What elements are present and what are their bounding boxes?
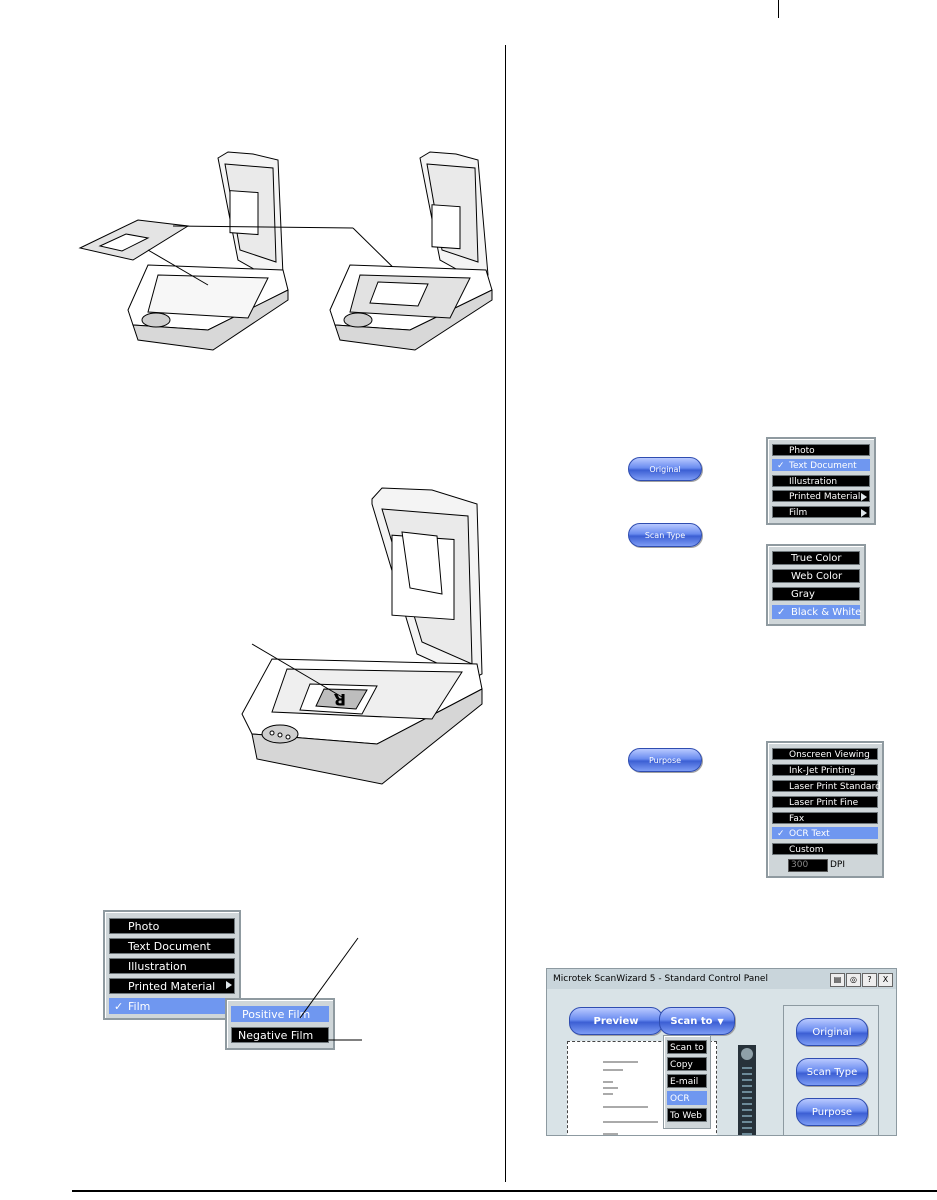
menu-item-laser-print-standard[interactable]: Laser Print Standard	[772, 780, 881, 792]
menu-item-copy[interactable]: Copy	[667, 1057, 707, 1071]
panel-original-button[interactable]: Original	[796, 1018, 868, 1046]
menu-item-to-web[interactable]: To Web	[667, 1108, 707, 1122]
menu-item-photo[interactable]: Photo	[109, 918, 235, 934]
checkmark-icon: ✓	[777, 461, 785, 471]
menu-item-web-color[interactable]: Web Color	[772, 569, 860, 583]
original-button[interactable]: Original	[628, 457, 702, 481]
scanner-film-placement-illustration: R	[241, 487, 483, 785]
menu-item-custom[interactable]: Custom	[772, 843, 878, 855]
menu-item-ocr-text[interactable]: ✓ OCR Text	[772, 827, 878, 839]
menu-item-film[interactable]: Film	[772, 506, 870, 518]
menu-item-label: Positive Film	[242, 1008, 311, 1021]
menu-item-label: Printed Material	[128, 980, 216, 993]
menu-item-true-color[interactable]: True Color	[772, 551, 860, 565]
menu-item-film[interactable]: ✓ Film	[109, 998, 235, 1014]
submenu-arrow-icon	[226, 981, 232, 989]
scan-to-menu: Scan to Copy E-mail OCR To Web	[663, 1035, 711, 1129]
purpose-button[interactable]: Purpose	[628, 748, 702, 772]
menu-item-positive-film[interactable]: Positive Film	[231, 1006, 329, 1022]
menu-item-label: Copy	[670, 1060, 693, 1070]
menu-item-label: Laser Print Standard	[789, 782, 881, 792]
panel-scan-type-button[interactable]: Scan Type	[796, 1058, 868, 1086]
menu-item-onscreen-viewing[interactable]: Onscreen Viewing	[772, 748, 878, 760]
menu-item-gray[interactable]: Gray	[772, 587, 860, 601]
menu-item-text-document[interactable]: ✓ Text Document	[772, 459, 870, 471]
menu-item-label: To Web	[670, 1111, 702, 1121]
preview-button[interactable]: Preview	[569, 1007, 663, 1035]
menu-item-illustration[interactable]: Illustration	[109, 958, 235, 974]
callout-lines	[299, 937, 362, 1041]
menu-item-illustration[interactable]: Illustration	[772, 475, 870, 487]
menu-item-printed-material[interactable]: Printed Material	[772, 490, 870, 502]
preview-zoom-slider[interactable]	[738, 1045, 756, 1135]
menu-item-text-document[interactable]: Text Document	[109, 938, 235, 954]
panel-title: Microtek ScanWizard 5 - Standard Control…	[553, 974, 768, 984]
menu-item-label: Printed Material	[789, 492, 861, 502]
dpi-input[interactable]: 300	[788, 859, 828, 872]
purpose-menu: Onscreen Viewing Ink-Jet Printing Laser …	[766, 741, 884, 878]
original-menu-film-expanded: Photo Text Document Illustration Printed…	[103, 910, 241, 1020]
checkmark-icon: ✓	[114, 1000, 124, 1013]
menu-item-black-white[interactable]: ✓ Black & White	[772, 605, 862, 619]
menu-item-photo[interactable]: Photo	[772, 444, 870, 456]
menu-item-label: Photo	[789, 446, 815, 456]
menu-item-scan-to[interactable]: Scan to	[667, 1040, 707, 1054]
scan-to-button[interactable]: Scan to ▼	[659, 1007, 735, 1035]
menu-item-label: Illustration	[128, 960, 187, 973]
original-menu: Photo ✓ Text Document Illustration Printe…	[766, 437, 876, 525]
toolbar-icon-a[interactable]: ▤	[830, 973, 845, 987]
menu-item-label: Film	[789, 508, 808, 518]
menu-item-label: Illustration	[789, 477, 838, 487]
footer-rule	[72, 1190, 937, 1192]
menu-item-label: Web Color	[791, 571, 843, 582]
panel-title-bar: Microtek ScanWizard 5 - Standard Control…	[547, 969, 896, 989]
menu-item-label: Custom	[789, 845, 824, 855]
standard-control-panel: Microtek ScanWizard 5 - Standard Control…	[546, 968, 897, 1136]
slider-handle-icon[interactable]	[741, 1048, 753, 1060]
scan-type-button[interactable]: Scan Type	[628, 523, 702, 547]
menu-item-email[interactable]: E-mail	[667, 1074, 707, 1088]
film-submenu: Positive Film Negative Film	[225, 998, 335, 1050]
menu-item-label: Photo	[128, 920, 160, 933]
menu-item-label: Negative Film	[238, 1029, 314, 1042]
menu-item-ocr[interactable]: OCR	[667, 1091, 707, 1105]
submenu-arrow-icon	[861, 509, 867, 517]
scan-type-menu: True Color Web Color Gray ✓ Black & White	[766, 544, 866, 626]
svg-text:R: R	[334, 690, 346, 709]
close-button[interactable]: X	[878, 973, 893, 987]
menu-item-label: Laser Print Fine	[789, 798, 859, 808]
scanner-document-placement-illustration	[78, 151, 493, 351]
menu-item-fax[interactable]: Fax	[772, 812, 878, 824]
corner-crop-mark	[778, 0, 779, 18]
menu-item-label: Ink-Jet Printing	[789, 766, 856, 776]
dpi-unit-label: DPI	[830, 860, 846, 870]
menu-item-laser-print-fine[interactable]: Laser Print Fine	[772, 796, 878, 808]
menu-item-label: E-mail	[670, 1077, 699, 1087]
menu-item-label: Film	[128, 1000, 151, 1013]
menu-item-label: Text Document	[128, 940, 211, 953]
menu-item-label: Scan to	[670, 1043, 704, 1053]
checkmark-icon: ✓	[777, 829, 785, 839]
submenu-arrow-icon	[861, 493, 867, 501]
menu-item-printed-material[interactable]: Printed Material	[109, 978, 235, 994]
menu-item-label: Text Document	[789, 461, 857, 471]
menu-item-label: Fax	[789, 814, 805, 824]
settings-button-group: Original Scan Type Purpose	[783, 1005, 879, 1135]
column-divider	[505, 45, 506, 1182]
scan-to-label: Scan to	[670, 1015, 713, 1027]
menu-item-negative-film[interactable]: Negative Film	[231, 1027, 329, 1043]
menu-item-label: OCR	[670, 1094, 690, 1104]
checkmark-icon: ✓	[777, 607, 786, 618]
panel-purpose-button[interactable]: Purpose	[796, 1098, 868, 1126]
menu-item-label: Black & White	[791, 607, 862, 618]
menu-item-label: OCR Text	[789, 829, 830, 839]
preview-document-thumbnail	[603, 1061, 658, 1135]
chevron-down-icon: ▼	[717, 1016, 724, 1026]
menu-item-label: True Color	[791, 553, 842, 564]
menu-item-label: Onscreen Viewing	[789, 750, 870, 760]
menu-item-ink-jet-printing[interactable]: Ink-Jet Printing	[772, 764, 878, 776]
menu-item-label: Gray	[791, 589, 815, 600]
toolbar-icon-b[interactable]: ◎	[846, 973, 861, 987]
help-button[interactable]: ?	[862, 973, 877, 987]
